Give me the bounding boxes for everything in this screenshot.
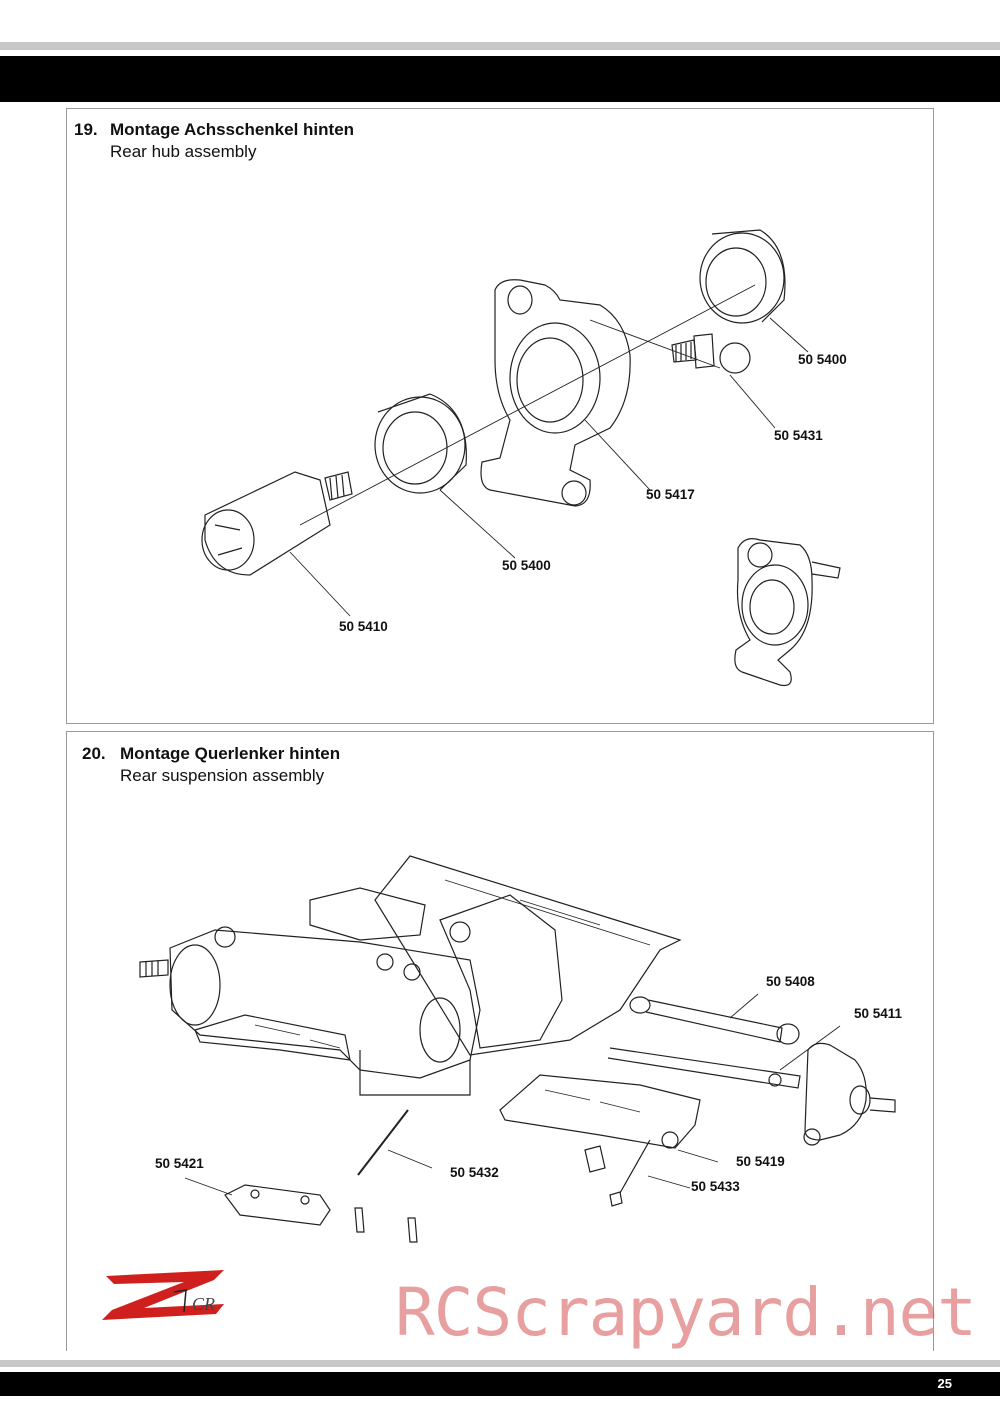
drive-cup-drawing [201,471,353,576]
lower-pin-drawing [619,1139,651,1194]
arm-mount-drawing [224,1184,331,1226]
ball-stud-axis-line [589,319,721,369]
leader-screw [647,1175,691,1189]
leader-upper-link [729,993,759,1019]
part-label-lower-arm: 50 5419 [736,1154,785,1169]
leader-drive-cup [289,551,351,617]
lower-arm-drawing [499,1074,701,1149]
step-20-panel [66,731,934,1351]
page-number: 25 [937,1376,952,1391]
part-label-inner-bearing: 50 5400 [502,558,551,573]
gearbox-drawing [169,887,563,1096]
step-19-number: 19. [74,120,98,139]
step-20-subtitle: Rear suspension assembly [120,766,325,785]
svg-text:CR: CR [192,1294,215,1314]
inner-bearing-drawing [374,393,467,494]
header-black-band [0,56,1000,102]
step-20-number: 20. [82,744,106,763]
part-label-drive-cup: 50 5410 [339,619,388,634]
part-label-arm-mount: 50 5421 [155,1156,204,1171]
chassis-plate-drawing [374,855,682,1056]
upper-link-drawing [629,996,800,1045]
hinge-pin-drawing [357,1109,409,1176]
left-arm-drawing [194,1014,351,1061]
step-19-title: Montage Achsschenkel hinten [110,120,355,139]
assembled-hub-drawing [734,538,841,687]
part-label-ball-stud: 50 5431 [774,428,823,443]
right-hub-drawing [803,1042,896,1146]
footer-black-band [0,1372,1000,1396]
watermark-text: RCScrapyard.net [395,1274,977,1351]
header-gray-rule [0,42,1000,50]
part-label-screw: 50 5433 [691,1179,740,1194]
step-19-subtitle: Rear hub assembly [110,142,257,161]
part-label-hub-carrier: 50 5417 [646,487,695,502]
leader-hub-carrier [584,419,651,491]
leader-lower-arm [677,1149,719,1163]
part-label-driveshaft: 50 5411 [854,1006,903,1021]
leader-driveshaft [779,1025,841,1071]
ball-cup-drawing [584,1145,606,1173]
leader-outer-bearing [769,317,809,353]
step-20-title: Montage Querlenker hinten [120,744,341,763]
ball-stud-drawing [671,333,751,374]
hub-carrier-drawing [480,279,631,507]
footer-gray-rule [0,1360,1000,1367]
left-output-stub-drawing [139,959,169,978]
leader-arm-mount [184,1177,233,1196]
z18cr-logo: CR [102,1270,224,1320]
leader-inner-bearing [439,489,516,559]
small-screw-drawing [609,1191,623,1207]
step-19-panel [66,108,934,724]
outer-bearing-drawing [699,229,786,324]
mount-screw-2-drawing [407,1217,418,1243]
leader-hinge-pin [387,1149,433,1169]
part-label-outer-bearing: 50 5400 [798,352,847,367]
part-label-hinge-pin: 50 5432 [450,1165,499,1180]
driveshaft-drawing [607,1047,801,1089]
mount-screw-1-drawing [354,1207,365,1233]
part-label-upper-link: 50 5408 [766,974,815,989]
assembly-axis-line [299,284,756,526]
leader-ball-stud [729,374,776,429]
